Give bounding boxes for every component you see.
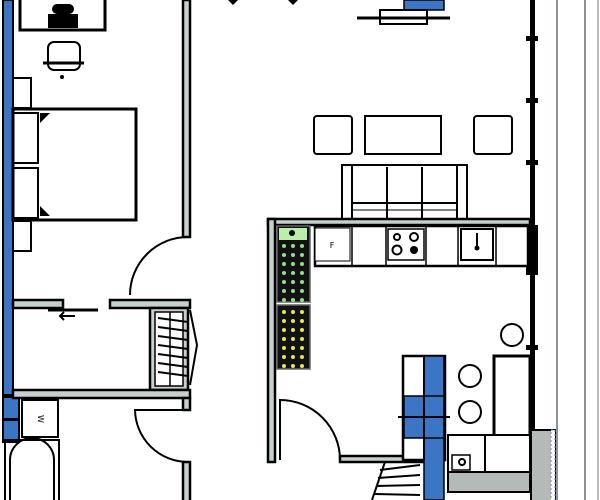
bed (11, 107, 138, 222)
pantry-dot (291, 271, 295, 275)
side-table-corner (288, 0, 298, 5)
pantry-dot (291, 262, 295, 266)
pantry-dot (282, 337, 286, 341)
pantry-dot (291, 364, 295, 368)
pantry-dot (300, 253, 304, 257)
pantry-dot (291, 328, 295, 332)
wall (266, 217, 277, 464)
pantry-dot (300, 262, 304, 266)
pillar-edge (550, 429, 556, 500)
dining-table (492, 354, 532, 438)
arrow-icon (58, 311, 75, 321)
pantry-dot (291, 244, 295, 248)
pantry-dots (282, 310, 304, 368)
bar-stool-icon (458, 323, 524, 424)
fridge-label: F (330, 241, 335, 250)
armchair (313, 115, 353, 155)
pantry-dot (282, 244, 286, 248)
pantry-dot (282, 271, 286, 275)
pantry-dot (300, 364, 304, 368)
pantry-dot (291, 289, 295, 293)
pantry-dot (291, 355, 295, 359)
sink-icon (460, 228, 494, 261)
wall (11, 298, 65, 310)
pantry-dot (282, 328, 286, 332)
pantry-dot (282, 319, 286, 323)
cooktop-icon (387, 228, 425, 261)
side-table-corner (228, 0, 238, 5)
pantry-dot (300, 271, 304, 275)
wall (181, 0, 192, 239)
pantry-dot (282, 253, 286, 257)
pantry-dot (300, 310, 304, 314)
pantry-dot (282, 310, 286, 314)
washer: W (21, 399, 59, 438)
sofa (341, 164, 468, 221)
wall (181, 460, 192, 500)
door-swing (133, 409, 189, 463)
coffee-table (364, 115, 442, 155)
pantry-dot (300, 328, 304, 332)
pantry-yellow (276, 304, 311, 370)
wall (266, 217, 532, 227)
pantry-dot (291, 253, 295, 257)
pantry-dot (300, 319, 304, 323)
pantry-dot (282, 289, 286, 293)
pantry-dot (282, 262, 286, 266)
island (398, 354, 450, 500)
pantry-dot (282, 364, 286, 368)
lower-cabinets (447, 434, 531, 493)
nightstand (12, 77, 32, 109)
window-block (2, 419, 20, 443)
svg-text:W: W (36, 415, 45, 423)
pantry-dot (300, 355, 304, 359)
pantry-dot (300, 298, 304, 302)
door-swing (129, 236, 189, 296)
pantry-dot (282, 346, 286, 350)
pantry-dots (282, 244, 304, 302)
pantry-dot (300, 337, 304, 341)
window-block (2, 396, 20, 420)
pantry-dot (291, 337, 295, 341)
wall (11, 388, 192, 400)
pantry-dot (300, 244, 304, 248)
pantry-dot (300, 346, 304, 350)
pantry-dot (300, 280, 304, 284)
pantry-dot (282, 355, 286, 359)
pantry-dot (291, 319, 295, 323)
wall (181, 396, 192, 412)
desk (18, 0, 107, 32)
nightstand (12, 220, 32, 252)
pantry-dot (282, 298, 286, 302)
pantry-dot (291, 346, 295, 350)
door-swing (279, 398, 341, 461)
pantry-dot (291, 298, 295, 302)
stairs (371, 461, 421, 500)
pantry-dot (291, 310, 295, 314)
blue-chair (357, 0, 450, 25)
pantry-dot (291, 280, 295, 284)
pantry-dot (282, 280, 286, 284)
armchair (473, 115, 513, 155)
office-chair-icon (43, 41, 84, 79)
closet (148, 306, 199, 392)
pantry-dot (300, 289, 304, 293)
bathtub (4, 437, 60, 500)
